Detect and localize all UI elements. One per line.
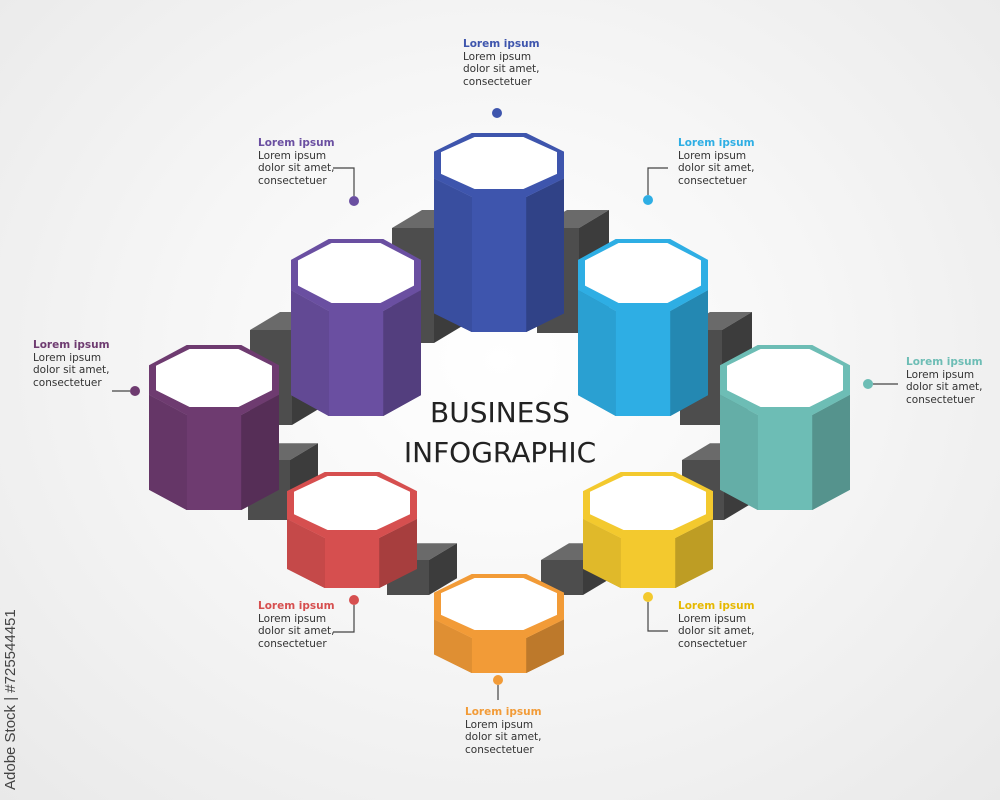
leader-line [333, 167, 355, 196]
label-line: consectetuer [678, 174, 747, 187]
column-bottom-left [287, 472, 417, 588]
label-line: Lorem ipsum [463, 50, 532, 63]
leader-dot [130, 386, 140, 396]
label-top-right: Lorem ipsum Lorem ipsum dolor sit amet, … [678, 137, 798, 187]
label-line: consectetuer [465, 743, 534, 756]
label-title: Lorem ipsum [258, 600, 335, 612]
leader-dot [492, 108, 502, 118]
label-line: Lorem ipsum [33, 351, 102, 364]
label-line: dolor sit amet, [33, 364, 110, 376]
label-line: dolor sit amet, [678, 162, 755, 174]
label-line: consectetuer [678, 637, 747, 650]
label-line: consectetuer [906, 393, 975, 406]
leader-dot [493, 675, 503, 685]
label-line: dolor sit amet, [258, 625, 335, 637]
column-left [149, 345, 279, 510]
leader-line [333, 605, 355, 633]
label-line: dolor sit amet, [906, 381, 983, 393]
label-title: Lorem ipsum [906, 356, 983, 368]
label-title: Lorem ipsum [678, 600, 755, 612]
label-line: dolor sit amet, [463, 63, 540, 75]
label-line: Lorem ipsum [906, 368, 975, 381]
label-line: Lorem ipsum [465, 718, 534, 731]
label-top: Lorem ipsum Lorem ipsum dolor sit amet, … [463, 38, 583, 88]
label-bottom-right: Lorem ipsum Lorem ipsum dolor sit amet, … [678, 600, 798, 650]
label-bottom-left: Lorem ipsum Lorem ipsum dolor sit amet, … [258, 600, 378, 650]
label-line: consectetuer [33, 376, 102, 389]
label-line: Lorem ipsum [678, 612, 747, 625]
leader-dot [643, 195, 653, 205]
leader-dot [349, 196, 359, 206]
label-line: dolor sit amet, [258, 162, 335, 174]
label-line: Lorem ipsum [258, 612, 327, 625]
label-line: dolor sit amet, [465, 731, 542, 743]
label-line: Lorem ipsum [258, 149, 327, 162]
column-top-left [291, 239, 421, 416]
leader-dot [863, 379, 873, 389]
label-line: consectetuer [463, 75, 532, 88]
label-bottom: Lorem ipsum Lorem ipsum dolor sit amet, … [465, 706, 585, 756]
watermark-brand: Adobe Stock [2, 704, 19, 790]
leader-line [647, 167, 668, 195]
label-line: Lorem ipsum [678, 149, 747, 162]
column-right [720, 345, 850, 510]
label-line: consectetuer [258, 637, 327, 650]
column-bottom [434, 574, 564, 673]
column-bottom-right [583, 472, 713, 588]
watermark-id: #725544451 [2, 609, 19, 693]
title-line-2: INFOGRAPHIC [403, 436, 597, 469]
label-title: Lorem ipsum [258, 137, 335, 149]
leader-dot [643, 592, 653, 602]
label-title: Lorem ipsum [463, 38, 540, 50]
label-title: Lorem ipsum [33, 339, 110, 351]
label-top-left: Lorem ipsum Lorem ipsum dolor sit amet, … [258, 137, 378, 187]
center-title: BUSINESS INFOGRAPHIC [350, 393, 650, 473]
column-top-right [578, 239, 708, 416]
leader-dot [349, 595, 359, 605]
leader-line [647, 602, 668, 632]
watermark: Adobe Stock | #725544451 [2, 609, 19, 790]
label-left: Lorem ipsum Lorem ipsum dolor sit amet, … [33, 339, 153, 389]
column-top [434, 133, 564, 332]
label-right: Lorem ipsum Lorem ipsum dolor sit amet, … [906, 356, 1000, 406]
label-line: consectetuer [258, 174, 327, 187]
label-title: Lorem ipsum [678, 137, 755, 149]
label-line: dolor sit amet, [678, 625, 755, 637]
title-line-1: BUSINESS [430, 396, 570, 429]
label-title: Lorem ipsum [465, 706, 542, 718]
